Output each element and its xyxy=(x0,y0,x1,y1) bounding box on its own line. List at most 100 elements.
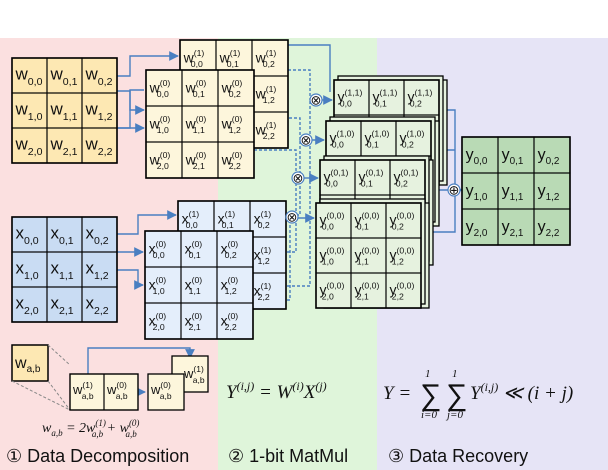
cell-label: x2,0 xyxy=(16,294,39,317)
cell-label: y0,0 xyxy=(466,146,488,167)
matrix-cell xyxy=(81,127,118,164)
cell-label: w(0)2,2 xyxy=(221,150,243,171)
cell-label: y(1,1)0,1 xyxy=(373,87,398,108)
example-formula: wa,b = 2w(1)a,b + w(0)a,b xyxy=(42,418,139,439)
cell-label: w1,1 xyxy=(50,100,78,123)
cell-label: y(0,0)1,1 xyxy=(355,245,380,266)
example-stack-bit-0: w(0)a,b xyxy=(150,380,172,401)
example-weight-label: wa,b xyxy=(14,355,41,375)
cell-label: w1,2 xyxy=(85,100,113,123)
example-stack-front xyxy=(147,373,185,411)
cell-label: y(0,0)1,0 xyxy=(320,245,345,266)
matmul-equation: Y(i,j) = W(i)X(j) xyxy=(226,379,327,403)
cell-label: y(0,0)2,1 xyxy=(355,280,380,301)
cell-label: w1,0 xyxy=(15,100,43,123)
cell-label: y(1,1)0,0 xyxy=(338,87,363,108)
cell-label: y1,1 xyxy=(502,182,524,203)
cell-label: x2,1 xyxy=(51,294,74,317)
connector xyxy=(254,149,297,178)
cell-label: w(1)0,0 xyxy=(183,48,205,69)
multiply-icon-01-ring xyxy=(291,171,305,185)
multiply-icon-00: ⊗ xyxy=(287,210,298,225)
cell-label: w(1)0,1 xyxy=(219,48,241,69)
cell-label: y(0,0)0,0 xyxy=(320,210,345,231)
cell-label: x2,2 xyxy=(86,294,109,317)
multiply-icon-11-ring xyxy=(309,93,323,107)
cell-label: x(0)0,0 xyxy=(149,239,167,260)
connector xyxy=(117,51,179,77)
operator-symbols: ⊗⊗⊗⊗⊕ xyxy=(285,93,461,225)
cell-label: x(0)1,1 xyxy=(185,275,203,296)
cell-label: w(0)0,1 xyxy=(185,78,207,99)
panel-title-2: ② 1-bit MatMul xyxy=(228,446,348,466)
cell-label: y2,1 xyxy=(502,218,524,239)
cell-label: x(1)2,2 xyxy=(254,281,272,302)
sum-lower-i: i=0 xyxy=(421,409,437,421)
svg-text:∑: ∑ xyxy=(446,379,467,412)
cell-label: w0,2 xyxy=(85,65,113,88)
cell-label: x0,2 xyxy=(86,224,109,247)
cell-label: w2,0 xyxy=(15,135,43,158)
connector xyxy=(117,269,144,290)
connector xyxy=(117,210,177,235)
cell-label: x(0)0,1 xyxy=(185,239,203,260)
cell-label: y(1,1)0,2 xyxy=(408,87,433,108)
cell-label: x1,2 xyxy=(86,259,109,282)
cell-label: x(1)0,2 xyxy=(254,209,272,230)
cell-label: y(1,0)0,0 xyxy=(330,128,355,149)
output-partial-00: y(0,0)0,0 y(0,0)0,1 y(0,0)0,2 y(0,0)1,0 y(0,… xyxy=(315,202,422,309)
cell-label: y(1,0)0,1 xyxy=(365,128,390,149)
connector xyxy=(426,194,456,233)
sum-lower-j: j=0 xyxy=(445,409,463,421)
cell-label: x0,1 xyxy=(51,224,74,247)
cell-label: y(0,0)2,2 xyxy=(390,280,415,301)
connector xyxy=(444,109,456,186)
connector xyxy=(87,347,195,374)
cell-label: x(1)0,1 xyxy=(218,209,236,230)
multiply-icon-10: ⊗ xyxy=(301,133,312,148)
cell-label: w(0)1,0 xyxy=(149,114,171,135)
matrix-cell xyxy=(385,272,422,309)
multiply-icon-10-ring xyxy=(299,133,313,147)
cell-label: w2,2 xyxy=(85,135,113,158)
cell-label: x(0)0,2 xyxy=(221,239,239,260)
example-bit-0: w(0)a,b xyxy=(106,380,128,401)
cell-label: x(0)2,1 xyxy=(185,311,203,332)
cell-label: y1,0 xyxy=(466,182,488,203)
cell-label: y(0,1)0,0 xyxy=(324,167,349,188)
matrix-cell xyxy=(216,302,254,340)
svg-text:Y =: Y = xyxy=(383,383,411,404)
cell-label: x(1)1,2 xyxy=(254,245,272,266)
cell-label: x0,0 xyxy=(16,224,39,247)
cell-label: w0,1 xyxy=(50,65,78,88)
connector-lines xyxy=(87,44,463,397)
cell-label: y(0,0)0,1 xyxy=(355,210,380,231)
connector xyxy=(288,69,311,100)
cell-label: y2,0 xyxy=(466,218,488,239)
cell-label: y0,2 xyxy=(538,146,560,167)
cell-label: y(0,0)0,2 xyxy=(390,210,415,231)
example-guide-line xyxy=(11,380,71,411)
cell-label: x(0)1,2 xyxy=(221,275,239,296)
matrix-cell xyxy=(217,141,255,179)
cell-label: w(1)2,2 xyxy=(255,120,277,141)
cell-label: w(0)1,1 xyxy=(185,114,207,135)
cell-label: w0,0 xyxy=(15,65,43,88)
cell-label: y2,2 xyxy=(538,218,560,239)
cell-label: y(0,1)0,1 xyxy=(359,167,384,188)
cell-label: x1,0 xyxy=(16,259,39,282)
add-icon: ⊕ xyxy=(449,183,460,198)
cell-label: y1,2 xyxy=(538,182,560,203)
sum-upper-j: 1 xyxy=(452,368,458,380)
cell-label: y(0,1)0,2 xyxy=(394,167,419,188)
example-bit-1: w(1)a,b xyxy=(72,380,94,401)
example-guide-line xyxy=(47,380,71,411)
